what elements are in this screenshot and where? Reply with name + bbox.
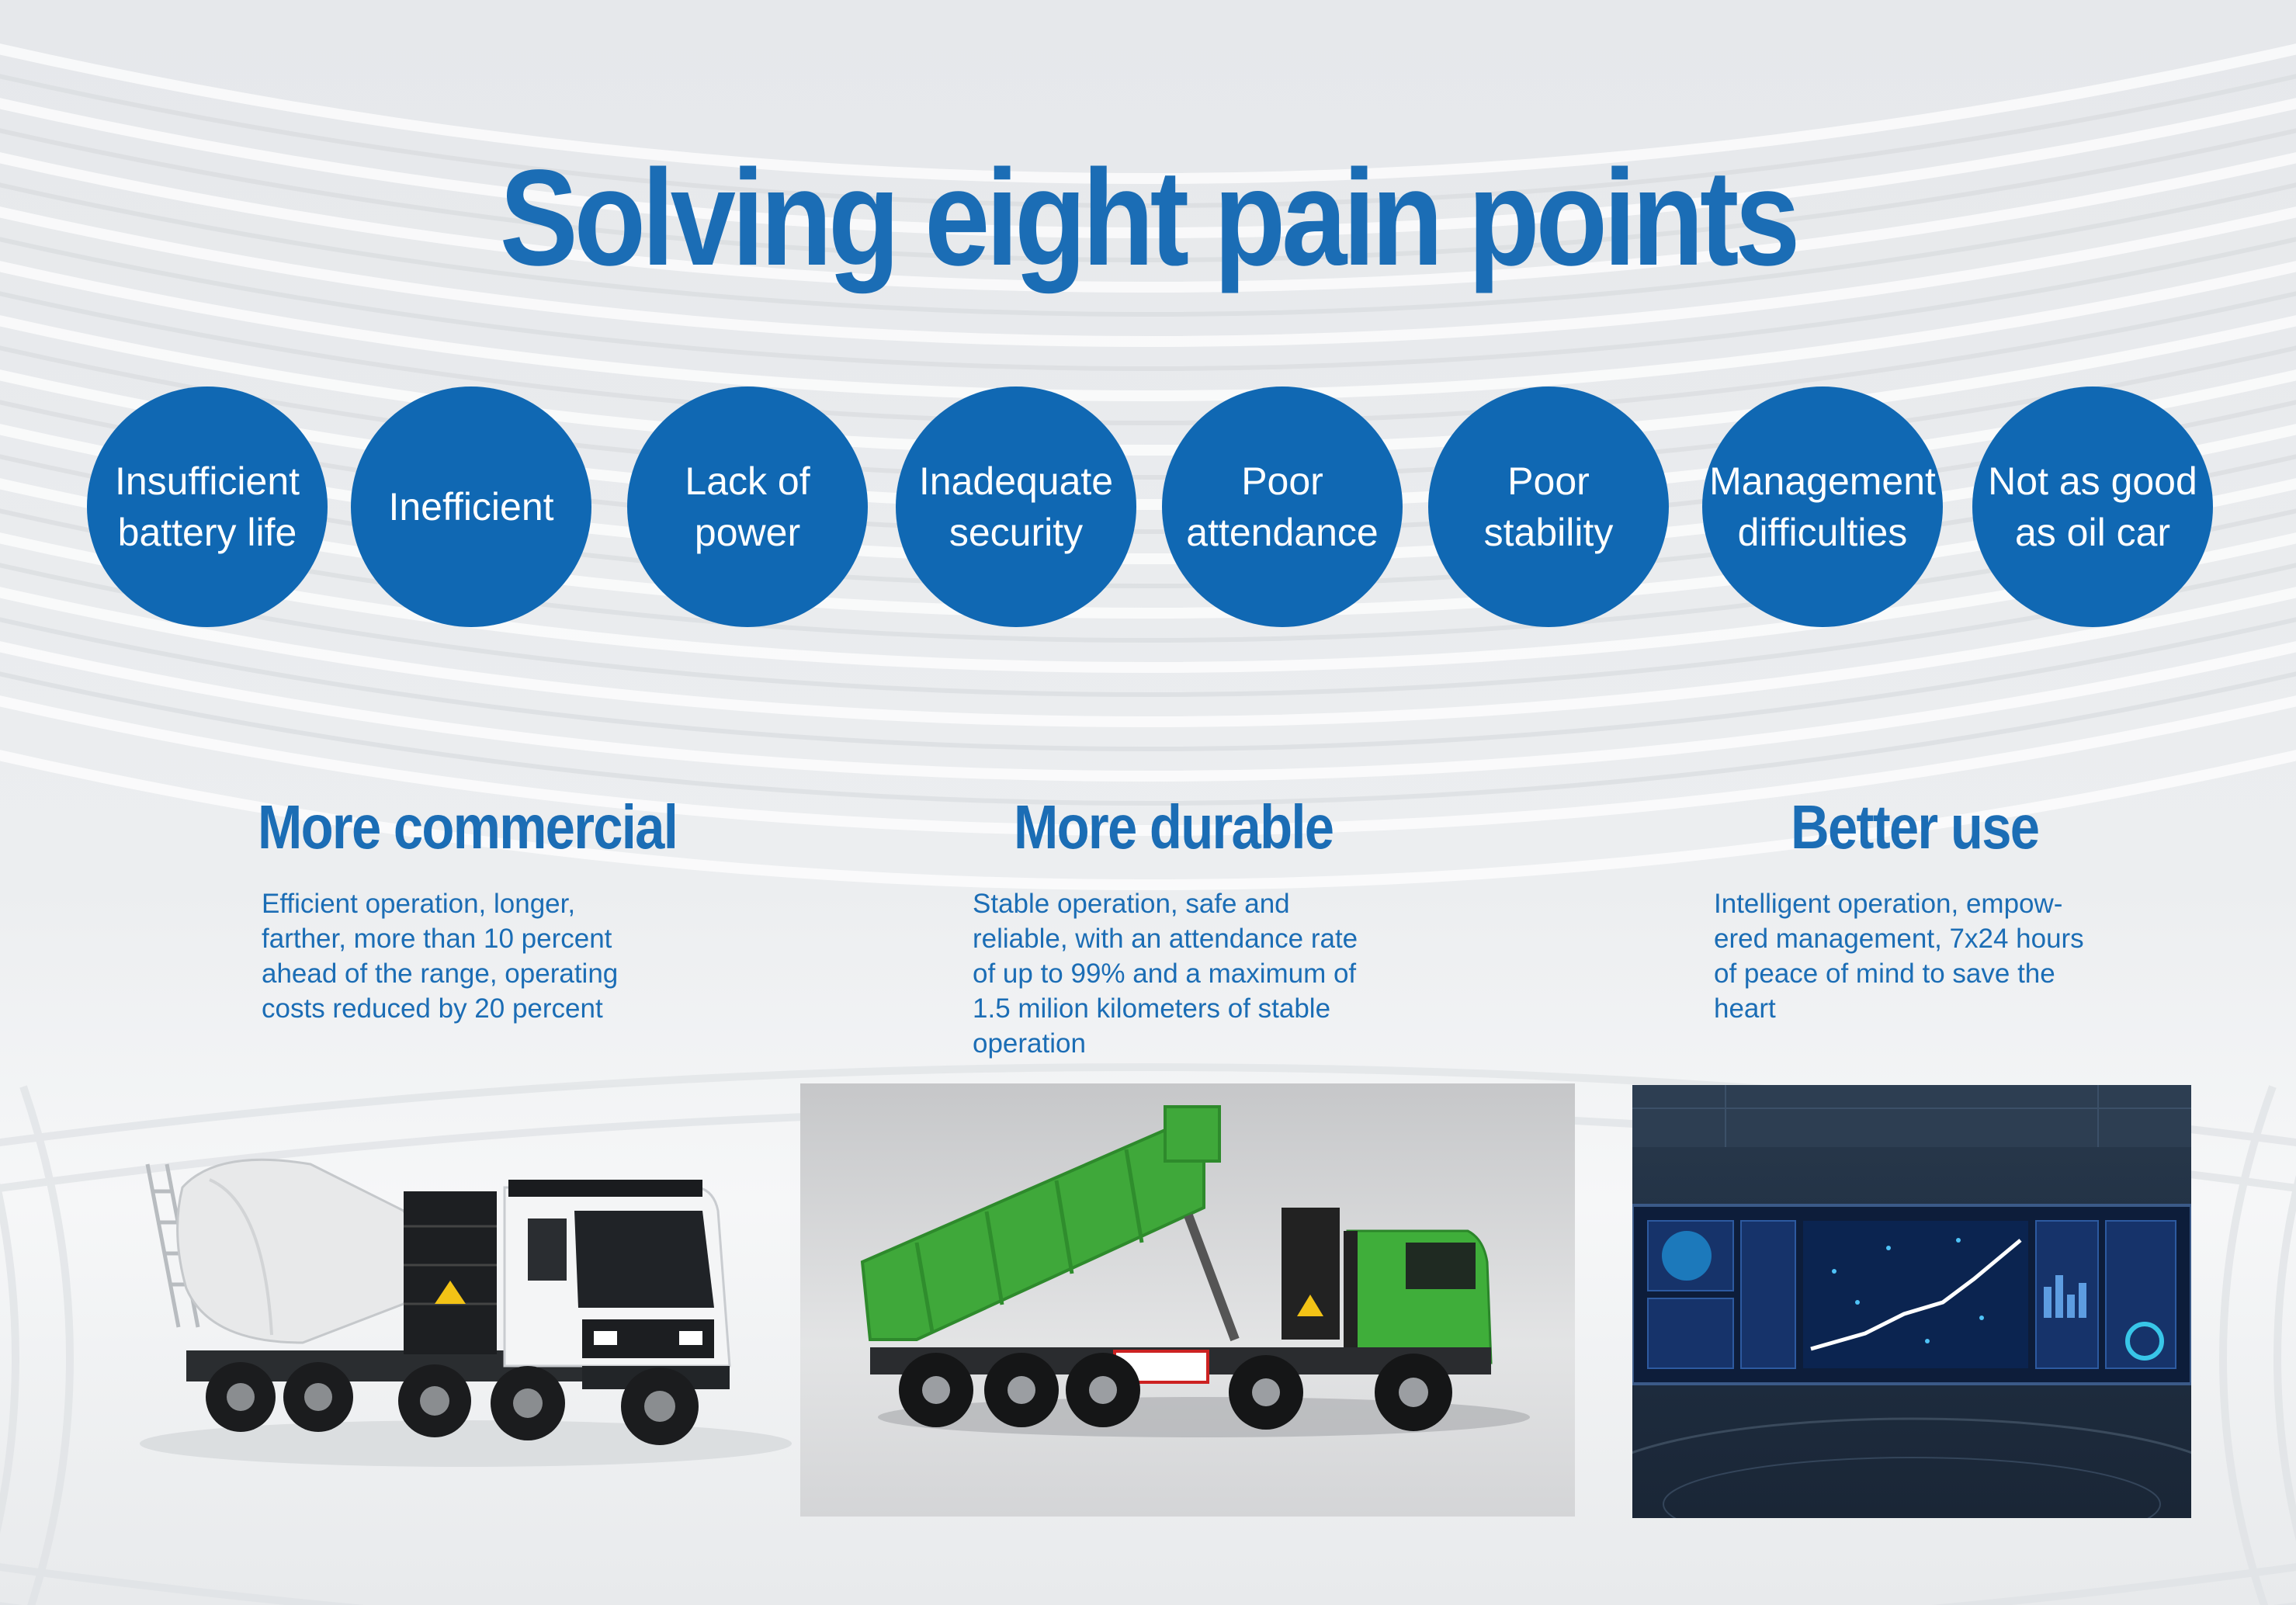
pain-point-circle: Poor stability (1428, 387, 1669, 627)
column-text-durable: Stable operation, safe and reliable, wit… (973, 889, 1358, 1059)
pain-point-circle: Inefficient (351, 387, 591, 627)
pain-point-circle: Management difficulties (1702, 387, 1943, 627)
column-heading-commercial: More commercial (258, 792, 678, 861)
pain-point-circle: Poor attendance (1162, 387, 1403, 627)
page-title: Solving eight pain points (499, 142, 1801, 294)
pain-point-circle: Lack of power (627, 387, 868, 627)
pain-point-circle: Not as good as oil car (1972, 387, 2213, 627)
green-dump-truck-image (800, 1083, 1575, 1517)
column-heading-durable: More durable (1014, 792, 1334, 861)
pain-point-circle: Insufficient battery life (87, 387, 328, 627)
cement-mixer-truck-image (124, 1118, 799, 1475)
dashboard-screen-image (1632, 1085, 2191, 1518)
pain-point-circle: Inadequate security (896, 387, 1136, 627)
column-text-better-use: Intelligent operation, empow- ered manag… (1714, 889, 2084, 1024)
column-text-commercial: Efficient operation, longer, farther, mo… (262, 889, 619, 1024)
column-heading-better-use: Better use (1791, 792, 2040, 861)
